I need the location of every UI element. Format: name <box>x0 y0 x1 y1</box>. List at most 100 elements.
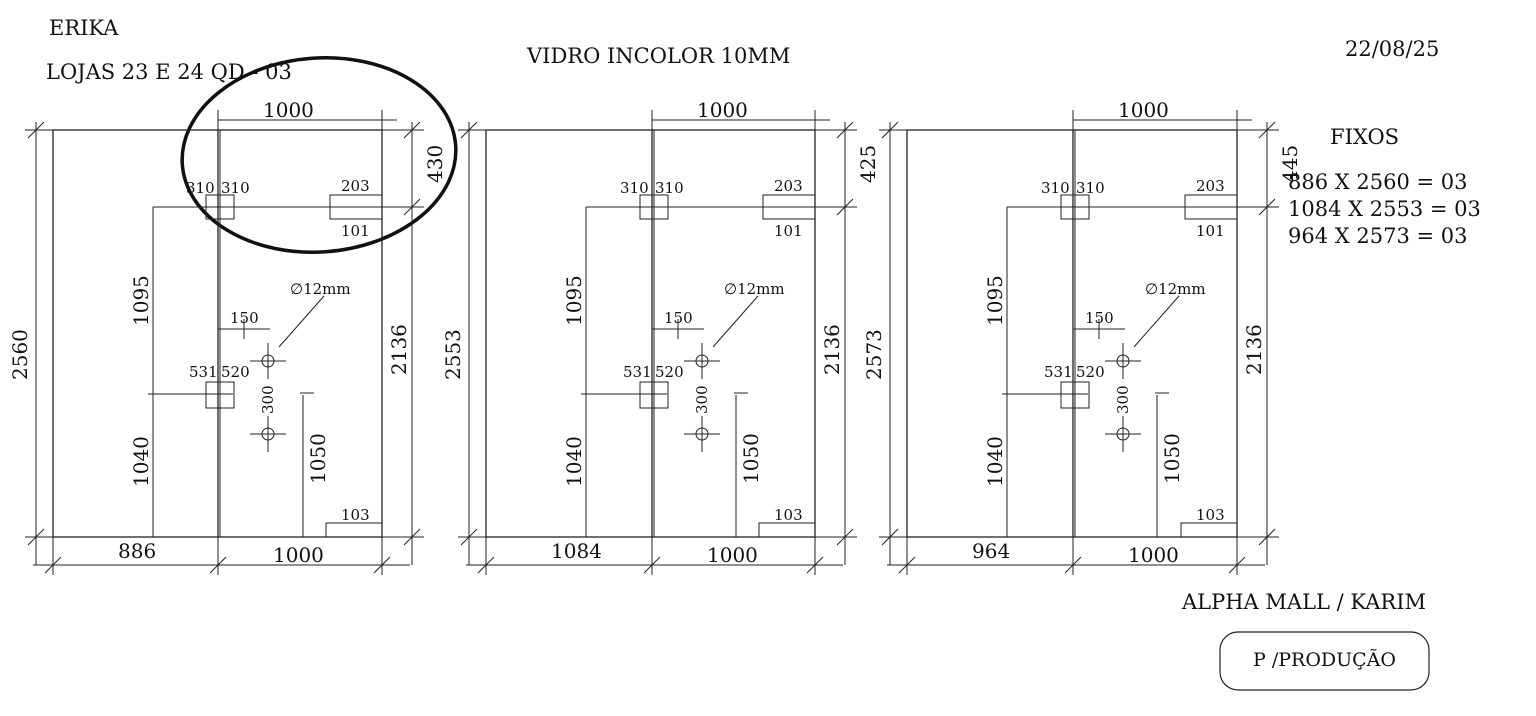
lower-height-label: 1040 <box>129 436 153 487</box>
handle-offset-label: 150 <box>664 309 693 327</box>
dimension-tick <box>403 528 421 546</box>
door-width-bottom-label: 1000 <box>273 543 324 567</box>
fixos-item: 1084 X 2553 = 03 <box>1288 197 1481 221</box>
total-height-label: 2553 <box>441 329 465 380</box>
upper-height-label: 1095 <box>562 275 586 326</box>
bottom-notch <box>1180 522 1237 537</box>
door-width-top-label: 1000 <box>697 98 748 122</box>
floor-height-label: 1050 <box>739 433 763 484</box>
hinge-left-label: 310 <box>1041 179 1070 197</box>
top-gap-label: 445 <box>1278 145 1302 183</box>
pivot-left-label: 531 <box>189 363 218 381</box>
dimension-tick <box>898 556 916 574</box>
lock-top-label: 203 <box>1196 177 1225 195</box>
upper-height-label: 1095 <box>129 275 153 326</box>
door-height-label: 2136 <box>387 324 411 375</box>
fixed-width-label: 886 <box>118 539 156 563</box>
client-name: ERIKA <box>49 16 119 40</box>
dimension-tick <box>1258 528 1276 546</box>
pivot-left-label: 531 <box>1044 363 1073 381</box>
lock-bottom-label: 101 <box>774 222 803 240</box>
dimension-tick <box>836 198 854 216</box>
floor-height-label: 1050 <box>306 433 330 484</box>
top-gap-label: 430 <box>423 145 447 183</box>
upper-height-label: 1095 <box>983 275 1007 326</box>
hinge-box <box>205 194 235 220</box>
top-gap-label: 425 <box>856 145 880 183</box>
bottom-notch-label: 103 <box>341 506 370 524</box>
dimension-tick <box>209 556 227 574</box>
pivot-box <box>1060 381 1090 409</box>
dimension-tick <box>881 121 899 139</box>
door-height-label: 2136 <box>1242 324 1266 375</box>
hole-leader <box>1133 295 1180 348</box>
hole-spacing-label: 300 <box>693 385 711 414</box>
lock-top-label: 203 <box>774 177 803 195</box>
dimension-tick <box>1064 556 1082 574</box>
highlight-circle <box>180 56 458 254</box>
hinge-right-label: 310 <box>1076 179 1105 197</box>
hole-leader <box>712 295 759 348</box>
fixed-width-label: 964 <box>972 539 1010 563</box>
fixos-item: 964 X 2573 = 03 <box>1288 224 1468 248</box>
dimension-tick <box>1258 198 1276 216</box>
door-width-bottom-label: 1000 <box>707 543 758 567</box>
door-width-bottom-label: 1000 <box>1128 543 1179 567</box>
lock-top-label: 203 <box>341 177 370 195</box>
dimension-tick <box>643 556 661 574</box>
material-label: VIDRO INCOLOR 10MM <box>526 44 790 68</box>
pivot-right-label: 520 <box>1076 363 1105 381</box>
dimension-tick <box>403 198 421 216</box>
hinge-right-label: 310 <box>655 179 684 197</box>
dimension-tick <box>460 121 478 139</box>
door-width-top-label: 1000 <box>1118 98 1169 122</box>
fixos-title: FIXOS <box>1330 125 1399 149</box>
production-stamp-box <box>1219 631 1430 691</box>
lower-height-label: 1040 <box>983 436 1007 487</box>
handle-offset-label: 150 <box>1085 309 1114 327</box>
units-group: 1000 886 1000 2560 2136 430 1095 1040 1050 310 310… <box>8 98 1302 575</box>
bottom-notch <box>325 522 382 537</box>
pivot-left-label: 531 <box>623 363 652 381</box>
floor-height-label: 1050 <box>1160 433 1184 484</box>
production-stamp: P /PRODUÇÃO <box>1253 649 1396 671</box>
handle-offset-label: 150 <box>230 309 259 327</box>
dimension-tick <box>477 556 495 574</box>
pivot-box <box>205 381 235 409</box>
glass-outline <box>485 129 816 538</box>
lock-bottom-label: 101 <box>1196 222 1225 240</box>
dimension-tick <box>1258 121 1276 139</box>
hinge-box <box>639 194 669 220</box>
bottom-notch-label: 103 <box>774 506 803 524</box>
hole-spacing-label: 300 <box>259 385 277 414</box>
hinge-left-label: 310 <box>186 179 215 197</box>
hole-diameter-label: ∅12mm <box>724 280 785 298</box>
dimension-tick <box>836 121 854 139</box>
glass-unit: 1000 964 1000 2573 2136 445 1095 1040 1050 310 310… <box>862 98 1302 575</box>
dimension-tick <box>44 556 62 574</box>
pivot-right-label: 520 <box>655 363 684 381</box>
lower-height-label: 1040 <box>562 436 586 487</box>
hinge-left-label: 310 <box>620 179 649 197</box>
total-height-label: 2573 <box>862 329 886 380</box>
dimension-tick <box>806 556 824 574</box>
bottom-notch-label: 103 <box>1196 506 1225 524</box>
pivot-right-label: 520 <box>221 363 250 381</box>
dimension-tick <box>27 121 45 139</box>
date-label: 22/08/25 <box>1345 37 1439 61</box>
fixed-width-label: 1084 <box>551 539 602 563</box>
dimension-tick <box>403 121 421 139</box>
bottom-notch <box>758 522 815 537</box>
dimension-tick <box>373 556 391 574</box>
glass-outline <box>906 129 1238 538</box>
fixos-item: 886 X 2560 = 03 <box>1288 170 1468 194</box>
hole-spacing-label: 300 <box>1114 385 1132 414</box>
hole-diameter-label: ∅12mm <box>1145 280 1206 298</box>
door-width-top-label: 1000 <box>263 98 314 122</box>
total-height-label: 2560 <box>8 329 32 380</box>
hole-diameter-label: ∅12mm <box>290 280 351 298</box>
project-label: ALPHA MALL / KARIM <box>1181 590 1426 614</box>
